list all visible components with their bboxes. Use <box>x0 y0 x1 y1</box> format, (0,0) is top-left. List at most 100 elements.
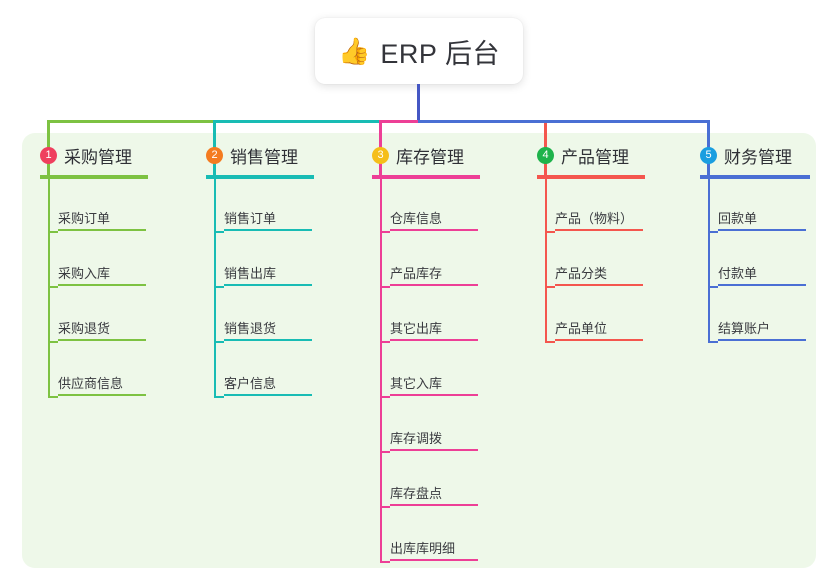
leaf-connector <box>380 396 390 398</box>
leaf-item-label: 产品分类 <box>555 266 608 281</box>
leaf-item-label: 产品库存 <box>390 266 443 281</box>
leaf-item[interactable]: 回款单 <box>718 205 806 231</box>
branch-spine-3 <box>380 179 382 563</box>
leaf-item-underline <box>718 284 806 286</box>
leaf-connector <box>380 451 390 453</box>
leaf-item[interactable]: 其它出库 <box>390 315 478 341</box>
branch-underline-1 <box>40 175 148 179</box>
leaf-item-underline <box>718 229 806 231</box>
leaf-item-underline <box>58 394 146 396</box>
leaf-item[interactable]: 付款单 <box>718 260 806 286</box>
leaf-item-label: 仓库信息 <box>390 211 443 226</box>
leaf-item-label: 销售订单 <box>224 211 277 226</box>
leaf-item-underline <box>390 339 478 341</box>
leaf-item-underline <box>390 284 478 286</box>
branch-panel <box>22 133 816 568</box>
leaf-item[interactable]: 客户信息 <box>224 370 312 396</box>
leaf-item-underline <box>224 284 312 286</box>
leaf-connector <box>545 341 555 343</box>
leaf-connector <box>545 231 555 233</box>
leaf-connector <box>48 286 58 288</box>
leaf-connector <box>380 506 390 508</box>
leaf-item-underline <box>224 339 312 341</box>
thumbs-up-icon: 👍 <box>338 36 371 66</box>
root-node-title: ERP 后台 <box>380 38 500 69</box>
leaf-item-label: 采购退货 <box>58 321 111 336</box>
root-node-card[interactable]: 👍 ERP 后台 <box>315 18 523 84</box>
bus-segment-3 <box>380 120 420 123</box>
leaf-item-label: 其它入库 <box>390 376 443 391</box>
leaf-item[interactable]: 销售退货 <box>224 315 312 341</box>
leaf-item-label: 采购入库 <box>58 266 111 281</box>
branch-spine-4 <box>545 179 547 343</box>
branch-badge-2: 2 <box>206 146 223 164</box>
leaf-item[interactable]: 库存盘点 <box>390 480 478 506</box>
leaf-item[interactable]: 产品（物料） <box>555 205 643 231</box>
leaf-item-label: 销售出库 <box>224 266 277 281</box>
leaf-item-label: 付款单 <box>718 266 758 281</box>
leaf-connector <box>48 341 58 343</box>
bus-segment-5 <box>418 120 710 123</box>
branch-title-5: 财务管理 <box>724 147 792 167</box>
leaf-item-underline <box>390 394 478 396</box>
leaf-item-label: 库存盘点 <box>390 486 443 501</box>
leaf-item-label: 采购订单 <box>58 211 111 226</box>
leaf-item-label: 供应商信息 <box>58 376 124 391</box>
leaf-connector <box>214 341 224 343</box>
leaf-item[interactable]: 销售订单 <box>224 205 312 231</box>
leaf-connector <box>380 286 390 288</box>
leaf-item-underline <box>58 229 146 231</box>
leaf-item[interactable]: 库存调拨 <box>390 425 478 451</box>
branch-column-4: 4 产品管理 <box>537 142 645 179</box>
leaf-item[interactable]: 供应商信息 <box>58 370 146 396</box>
leaf-item-underline <box>390 559 478 561</box>
leaf-item[interactable]: 仓库信息 <box>390 205 478 231</box>
branch-title-2: 销售管理 <box>230 147 298 167</box>
root-trunk-line <box>417 84 420 123</box>
branch-title-3: 库存管理 <box>396 147 464 167</box>
leaf-item-underline <box>555 229 643 231</box>
leaf-connector <box>545 286 555 288</box>
branch-header-4[interactable]: 4 产品管理 <box>537 142 629 168</box>
leaf-item-underline <box>390 504 478 506</box>
root-node-content: 👍 ERP 后台 <box>338 32 500 71</box>
leaf-connector <box>380 341 390 343</box>
branch-spine-5 <box>708 179 710 343</box>
leaf-item[interactable]: 产品分类 <box>555 260 643 286</box>
leaf-item-underline <box>224 394 312 396</box>
branch-badge-5: 5 <box>700 146 717 164</box>
leaf-item[interactable]: 采购入库 <box>58 260 146 286</box>
branch-badge-4: 4 <box>537 146 554 164</box>
branch-header-2[interactable]: 2 销售管理 <box>206 142 298 168</box>
leaf-item[interactable]: 产品库存 <box>390 260 478 286</box>
leaf-item[interactable]: 采购退货 <box>58 315 146 341</box>
leaf-connector <box>708 231 718 233</box>
branch-underline-5 <box>700 175 810 179</box>
leaf-item-underline <box>718 339 806 341</box>
leaf-connector <box>48 231 58 233</box>
branch-underline-3 <box>372 175 480 179</box>
branch-underline-4 <box>537 175 645 179</box>
branch-header-5[interactable]: 5 财务管理 <box>700 142 792 168</box>
leaf-item-underline <box>390 229 478 231</box>
leaf-connector <box>214 231 224 233</box>
leaf-connector <box>380 231 390 233</box>
branch-title-4: 产品管理 <box>561 147 629 167</box>
branch-badge-1: 1 <box>40 146 57 164</box>
leaf-connector <box>708 341 718 343</box>
leaf-item[interactable]: 其它入库 <box>390 370 478 396</box>
leaf-item[interactable]: 出库库明细 <box>390 535 478 561</box>
leaf-item[interactable]: 产品单位 <box>555 315 643 341</box>
leaf-item-underline <box>555 284 643 286</box>
leaf-item[interactable]: 销售出库 <box>224 260 312 286</box>
leaf-item[interactable]: 结算账户 <box>718 315 806 341</box>
leaf-item[interactable]: 采购订单 <box>58 205 146 231</box>
leaf-connector <box>214 286 224 288</box>
leaf-connector <box>708 286 718 288</box>
leaf-item-underline <box>555 339 643 341</box>
